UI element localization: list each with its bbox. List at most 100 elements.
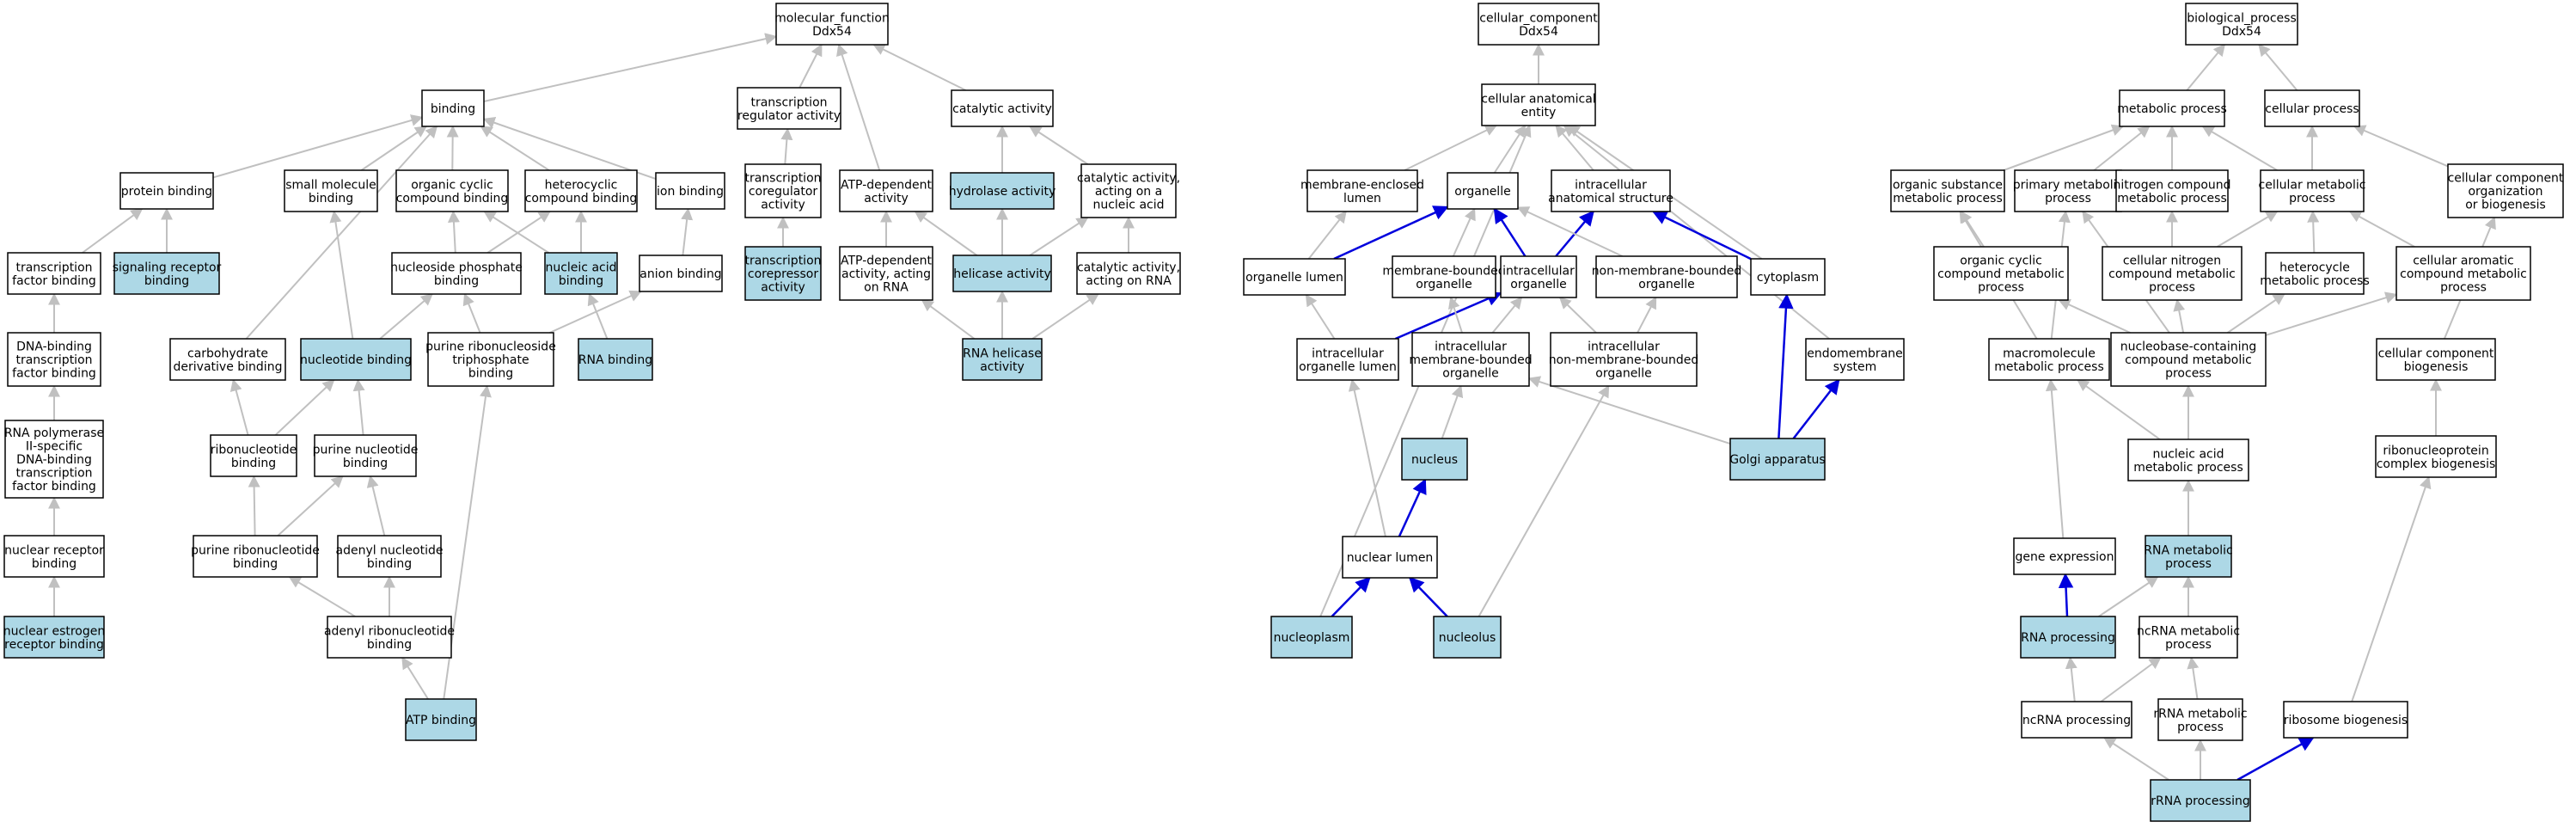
go-term-node-metp[interactable]: metabolic process: [2117, 89, 2227, 127]
go-term-node-rnab[interactable]: RNA binding: [578, 338, 653, 381]
node-label-line: RNA processing: [2021, 631, 2115, 645]
go-term-node-pol2[interactable]: RNA polymeraseII-specificDNA-bindingtran…: [4, 420, 104, 499]
go-term-node-cat[interactable]: catalytic activity: [951, 89, 1054, 127]
node-box: [7, 332, 101, 387]
node-label-line: ribonucleoprotein: [2383, 444, 2488, 457]
node-label-line: organelle lumen: [1299, 360, 1397, 374]
go-term-node-ionb[interactable]: ion binding: [655, 172, 725, 210]
node-label-line: compound binding: [525, 192, 638, 205]
node-label-line: cellular aromatic: [2413, 255, 2514, 268]
node-box: [1478, 3, 1600, 46]
node-box: [839, 169, 933, 212]
go-term-node-nuclum[interactable]: nuclear lumen: [1342, 536, 1438, 579]
go-term-node-nucleus[interactable]: nucleus: [1401, 438, 1468, 481]
go-term-node-ge[interactable]: gene expression: [2013, 537, 2116, 575]
go-term-node-golgi[interactable]: Golgi apparatus: [1729, 438, 1826, 481]
edge-osmp-to-metp: [2003, 124, 2125, 171]
node-box: [1447, 172, 1519, 210]
go-term-node-orglum[interactable]: organelle lumen: [1243, 258, 1346, 296]
go-term-node-nucleop[interactable]: nucleoplasm: [1270, 616, 1353, 659]
edge-nptb-to-hcb: [486, 211, 551, 254]
go-term-node-org[interactable]: organelle: [1447, 172, 1519, 210]
go-term-node-anionb[interactable]: anion binding: [639, 255, 723, 292]
go-term-node-protbind[interactable]: protein binding: [119, 172, 214, 210]
node-label-line: ribonucleotide: [211, 443, 297, 457]
go-term-node-cellp[interactable]: cellular process: [2264, 89, 2360, 127]
go-term-node-rnap[interactable]: RNA processing: [2020, 616, 2116, 659]
go-term-node-catrna[interactable]: catalytic activity,acting on RNA: [1076, 252, 1181, 295]
go-term-node-rrnap[interactable]: rRNA processing: [2150, 779, 2251, 822]
node-box: [655, 172, 725, 210]
node-label-line: Golgi apparatus: [1729, 453, 1825, 467]
go-term-node-ribob[interactable]: ribosome biogenesis: [2283, 701, 2408, 739]
edge-golgi-to-endo: [1792, 378, 1840, 439]
go-term-node-helic[interactable]: helicase activity: [952, 255, 1052, 292]
go-term-node-inmbo[interactable]: intracellularnon-membrane-boundedorganel…: [1549, 332, 1699, 387]
go-term-node-cyto[interactable]: cytoplasm: [1750, 258, 1826, 296]
go-term-node-hydro[interactable]: hydrolase activity: [949, 172, 1056, 210]
go-term-node-nucb[interactable]: nucleotide binding: [300, 338, 412, 381]
go-term-node-nucleol[interactable]: nucleolus: [1433, 616, 1502, 659]
go-term-node-ncrnap[interactable]: ncRNA processing: [2021, 701, 2132, 739]
go-term-node-atpb[interactable]: ATP binding: [405, 698, 477, 741]
node-label-line: organelle: [1510, 278, 1566, 291]
node-box: [1988, 338, 2110, 381]
go-term-node-binding[interactable]: binding: [421, 89, 485, 127]
node-label-line: nuclear estrogen: [3, 624, 106, 638]
node-label-line: cellular nitrogen: [2123, 255, 2221, 268]
